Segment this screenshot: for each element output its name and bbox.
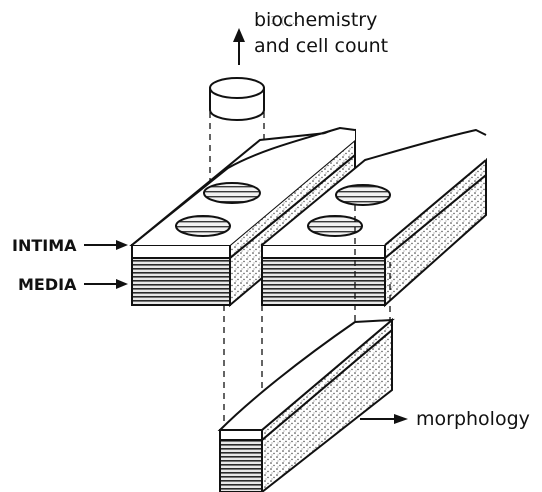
morphology-arrow-icon	[360, 414, 408, 424]
label-media: MEDIA	[18, 275, 77, 294]
label-morphology: morphology	[416, 408, 530, 430]
tissue-disc-sample	[210, 78, 264, 120]
morphology-section	[220, 320, 392, 492]
biochemistry-label-group: biochemistry and cell count	[254, 9, 388, 57]
arrow-up-icon	[233, 28, 245, 65]
label-cell-count: and cell count	[254, 35, 388, 57]
label-biochemistry: biochemistry	[254, 9, 377, 31]
label-intima: INTIMA	[12, 236, 77, 255]
intima-arrow-icon	[84, 240, 128, 250]
media-arrow-icon	[84, 279, 128, 289]
